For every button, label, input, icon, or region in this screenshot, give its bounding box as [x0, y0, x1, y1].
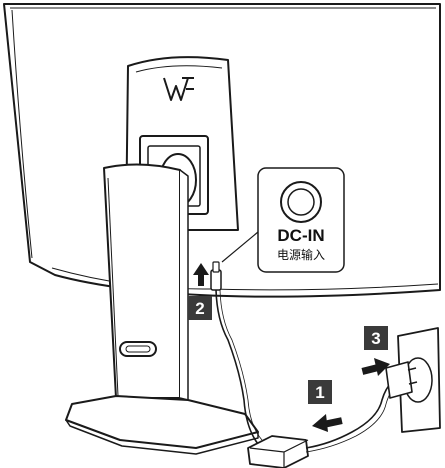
step-1-badge: 1: [308, 380, 332, 404]
cable-management-slot: [120, 342, 156, 356]
power-plug: [386, 362, 412, 398]
dc-port-icon: [281, 182, 321, 222]
step-2-badge: 2: [188, 296, 212, 320]
dc-connector: [211, 262, 221, 290]
dc-in-label: DC-IN: [277, 226, 324, 245]
step-3-badge: 3: [364, 326, 388, 350]
dc-in-label-cn: 电源输入: [277, 247, 325, 262]
stand-base: [66, 396, 258, 448]
step-3-number: 3: [371, 329, 380, 348]
stand-column-side: [180, 170, 188, 400]
stand-column: [104, 164, 180, 398]
power-adapter: [248, 436, 308, 468]
step-2-number: 2: [195, 299, 204, 318]
arrow-right-icon: [362, 358, 390, 376]
step-1-number: 1: [315, 383, 324, 402]
arrow-left-icon: [312, 414, 343, 432]
